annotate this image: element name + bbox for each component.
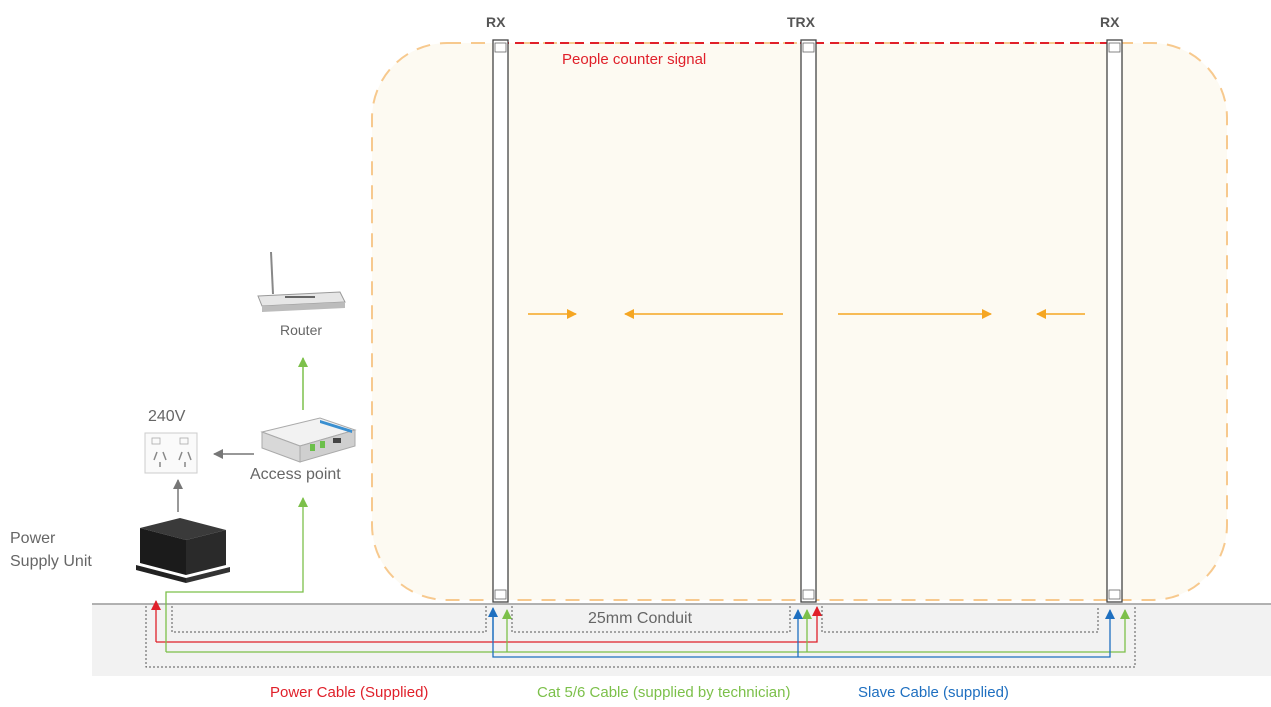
legend-power: Power Cable (Supplied) xyxy=(270,684,428,701)
pole-trx-center xyxy=(800,39,817,603)
detection-zone xyxy=(371,42,1228,601)
power-supply-unit-icon xyxy=(136,518,230,583)
power-cable xyxy=(156,606,822,643)
pole-label-center: TRX xyxy=(787,14,815,30)
floor xyxy=(92,604,1271,676)
people-counter-signal-label: People counter signal xyxy=(562,51,707,68)
legend-slave: Slave Cable (supplied) xyxy=(858,684,1009,701)
access-point-label: Access point xyxy=(250,466,341,483)
outlet-voltage-label: 240V xyxy=(148,408,186,425)
cat-cable xyxy=(166,609,1130,653)
pole-rx-right xyxy=(1106,39,1123,603)
pole-label-left: RX xyxy=(486,14,506,30)
power-outlet-icon xyxy=(144,432,198,474)
pole-rx-left xyxy=(492,39,509,603)
conduit xyxy=(145,606,1136,668)
psu-label-line2: Supply Unit xyxy=(10,553,92,570)
psu-label-line1: Power xyxy=(10,530,56,547)
router-icon xyxy=(257,251,346,312)
router-label: Router xyxy=(280,322,323,338)
pole-label-right: RX xyxy=(1100,14,1120,30)
access-point-icon xyxy=(260,417,357,463)
conduit-label: 25mm Conduit xyxy=(588,610,693,627)
legend-cat: Cat 5/6 Cable (supplied by technician) xyxy=(537,684,790,701)
cat-cable xyxy=(165,497,308,652)
